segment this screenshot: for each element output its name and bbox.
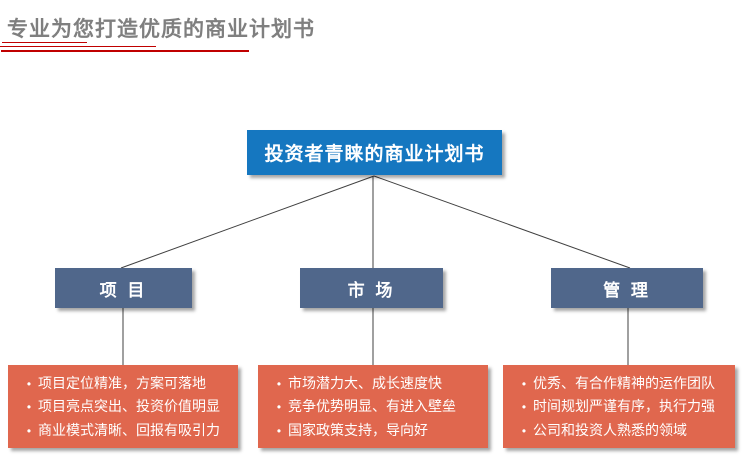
detail-box-market: • 市场潜力大、成长速度快 • 竞争优势明显、有进入壁垒 • 国家政策支持，导向… (258, 365, 488, 448)
bullet-icon: • (521, 400, 527, 415)
list-item: • 项目定位精准，方案可落地 (20, 372, 234, 395)
bullet-icon: • (26, 400, 32, 415)
detail-box-project: • 项目定位精准，方案可落地 • 项目亮点突出、投资价值明显 • 商业模式清晰、… (8, 365, 238, 448)
bullet-text: 国家政策支持，导向好 (288, 421, 428, 438)
bullet-text: 公司和投资人熟悉的领域 (533, 421, 687, 438)
bullet-icon: • (26, 377, 32, 392)
bullet-text: 市场潜力大、成长速度快 (288, 375, 442, 392)
bullet-text: 竞争优势明显、有进入壁垒 (288, 398, 456, 415)
list-item: • 公司和投资人熟悉的领域 (515, 419, 731, 442)
bullet-text: 时间规划严谨有序，执行力强 (533, 398, 715, 415)
list-item: • 竞争优势明显、有进入壁垒 (270, 395, 484, 418)
bullet-text: 项目定位精准，方案可落地 (38, 375, 206, 392)
connector-root-to-branch3 (373, 175, 631, 269)
bullet-icon: • (521, 423, 527, 438)
bullet-icon: • (276, 423, 282, 438)
page-title: 专业为您打造优质的商业计划书 (7, 18, 315, 41)
list-item: • 项目亮点突出、投资价值明显 (20, 395, 234, 418)
bullet-icon: • (276, 377, 282, 392)
bullet-icon: • (276, 400, 282, 415)
branch-node-management: 管 理 (551, 268, 703, 308)
title-underline-short (2, 42, 87, 43)
bullet-icon: • (26, 423, 32, 438)
bullet-text: 优秀、有合作精神的运作团队 (533, 375, 715, 392)
bullet-icon: • (521, 377, 527, 392)
bullet-text: 项目亮点突出、投资价值明显 (38, 398, 220, 415)
root-node-business-plan: 投资者青睐的商业计划书 (247, 130, 502, 175)
branch-node-project: 项 目 (55, 268, 192, 308)
branch-node-market: 市 场 (300, 268, 443, 308)
detail-box-management: • 优秀、有合作精神的运作团队 • 时间规划严谨有序，执行力强 • 公司和投资人… (503, 365, 735, 448)
list-item: • 国家政策支持，导向好 (270, 419, 484, 442)
list-item: • 时间规划严谨有序，执行力强 (515, 395, 731, 418)
bullet-text: 商业模式清晰、回报有吸引力 (38, 421, 220, 438)
title-underline-medium (0, 46, 156, 47)
list-item: • 优秀、有合作精神的运作团队 (515, 372, 731, 395)
title-underline-long (1, 50, 249, 52)
list-item: • 市场潜力大、成长速度快 (270, 372, 484, 395)
connector-root-to-branch1 (120, 175, 375, 269)
list-item: • 商业模式清晰、回报有吸引力 (20, 419, 234, 442)
